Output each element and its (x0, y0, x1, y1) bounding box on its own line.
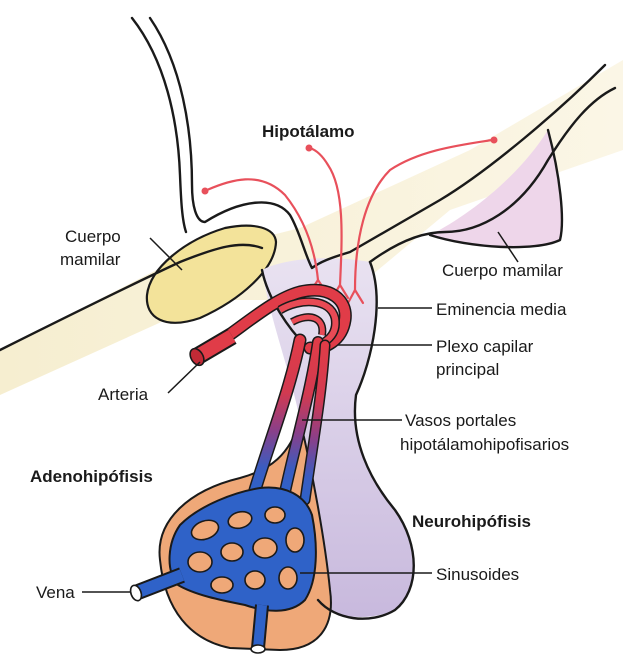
label-median-eminence: Eminencia media (436, 300, 567, 319)
label-portal-vessels-line1: Vasos portales (405, 411, 516, 430)
neuron-terminal-left (202, 188, 209, 195)
third-ventricle-outline-outer (132, 18, 186, 232)
leader-artery (168, 362, 200, 393)
label-mammillary-right: Cuerpo mamilar (442, 261, 563, 280)
label-sinusoids: Sinusoides (436, 565, 519, 584)
label-plexus-line1: Plexo capilar (436, 337, 534, 356)
artery-vessel (187, 336, 232, 368)
label-plexus-line2: principal (436, 360, 499, 379)
label-mammillary-left-line1: Cuerpo (65, 227, 121, 246)
label-portal-vessels-line2: hipotálamohipofisarios (400, 435, 569, 454)
label-neurohypophysis: Neurohipófisis (412, 512, 531, 531)
neuron-terminal-center (306, 145, 313, 152)
neuron-terminal-right (491, 137, 498, 144)
label-adenohypophysis: Adenohipófisis (30, 467, 153, 486)
label-artery: Arteria (98, 385, 149, 404)
label-vein: Vena (36, 583, 75, 602)
label-hypothalamus: Hipotálamo (262, 122, 355, 141)
label-mammillary-left-line2: mamilar (60, 250, 121, 269)
